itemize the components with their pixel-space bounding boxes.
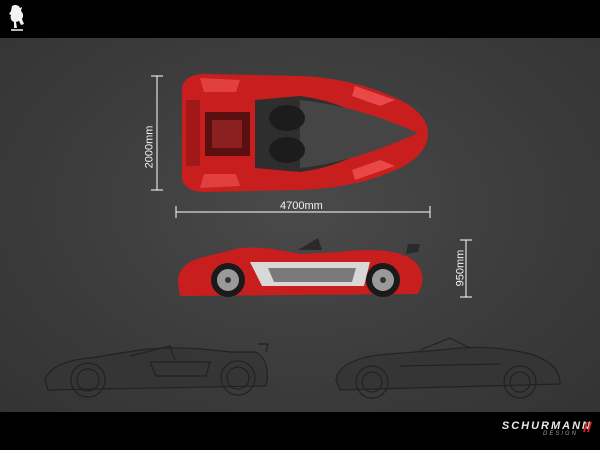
width-dimension-line xyxy=(151,75,163,191)
length-dimension-line xyxy=(175,206,431,218)
car-top-view xyxy=(181,74,428,192)
stripes-icon xyxy=(583,422,592,432)
brand-name: SCHURMANN xyxy=(501,420,592,432)
top-bar xyxy=(0,0,600,38)
width-dimension-label: 2000mm xyxy=(143,125,156,169)
sketch-spider-side xyxy=(335,337,561,399)
height-dimension-label: 950mm xyxy=(454,249,467,287)
bottom-bar xyxy=(0,412,600,450)
brand-logo: SCHURMANN DESIGN xyxy=(502,420,592,437)
length-dimension-label: 4700mm xyxy=(280,200,323,212)
height-dimension-line xyxy=(460,239,472,298)
brand-subtitle: DESIGN xyxy=(542,431,578,437)
prancing-horse-icon xyxy=(9,4,24,31)
sketch-speedster-side xyxy=(44,343,269,398)
car-side-view xyxy=(178,238,423,297)
